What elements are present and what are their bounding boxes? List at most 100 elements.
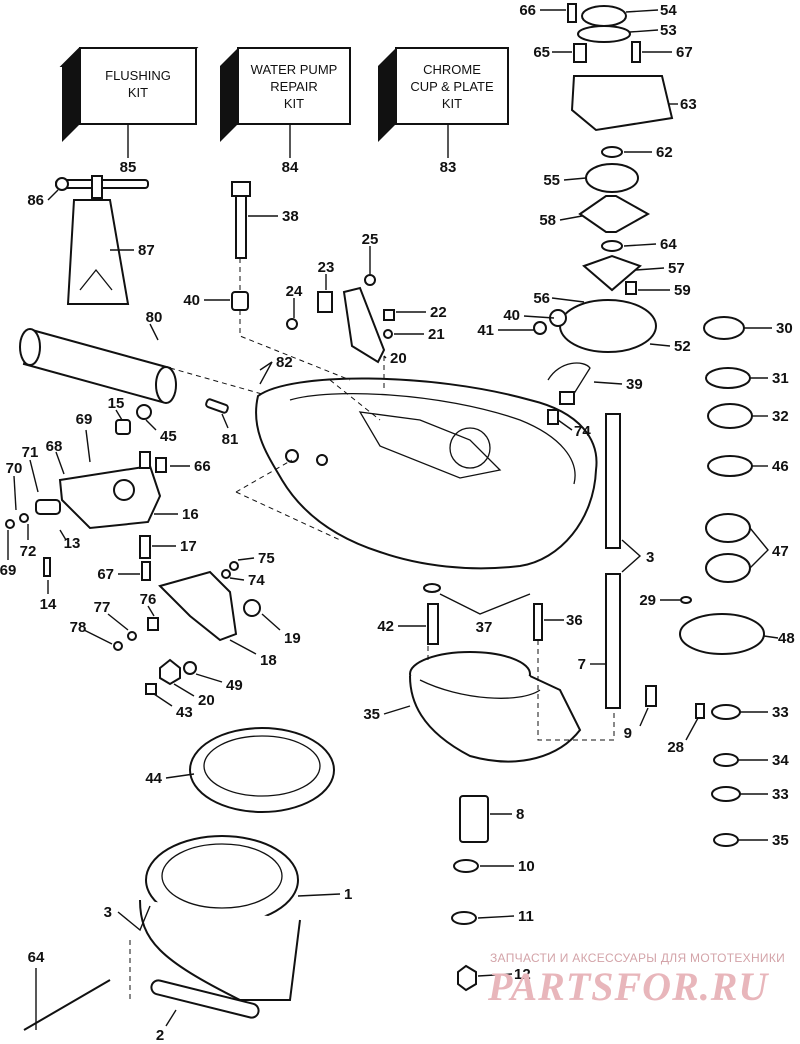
nozzle-bracket-part[interactable] — [113, 561, 261, 695]
callout-33b: 33 — [772, 786, 789, 803]
callout-39: 38 — [282, 208, 299, 225]
callout-44: 42 — [377, 618, 394, 635]
callout-26: 25 — [362, 231, 379, 248]
callout-38: 37 — [476, 619, 493, 636]
ride-plate-part[interactable] — [139, 835, 301, 1001]
callout-87: 87 — [138, 242, 155, 259]
callout-30: 30 — [776, 320, 793, 337]
callout-25: 24 — [286, 283, 303, 300]
callout-73: 72 — [20, 543, 37, 560]
bolt-part[interactable] — [231, 181, 251, 311]
callout-82: 82 — [276, 354, 293, 371]
callout-24: 23 — [318, 259, 335, 276]
callout-55: 55 — [543, 172, 560, 189]
support-bracket-part[interactable] — [286, 274, 395, 364]
callout-46: 44 — [145, 770, 162, 787]
callout-57: 57 — [668, 260, 685, 277]
callout-84: 84 — [282, 159, 299, 176]
callout-33a: 33 — [772, 704, 789, 721]
callout-77: 76 — [140, 591, 157, 608]
callout-47: 45 — [160, 428, 177, 445]
kit-box-chrome-line-1: CHROME — [423, 62, 481, 77]
kit-box-flushing[interactable]: FLUSHING KIT 85 — [59, 47, 199, 176]
callout-36: 35 — [363, 706, 380, 723]
callout-56: 56 — [533, 290, 550, 307]
kit-box-water-pump-line-2: REPAIR — [270, 79, 317, 94]
kit-box-chrome-cup-plate[interactable]: CHROME CUP & PLATE KIT 83 — [378, 47, 509, 176]
kit-box-water-pump-line-1: WATER PUMP — [251, 62, 338, 77]
kit-box-water-pump-line-3: KIT — [284, 96, 304, 111]
callout-2: 2 — [156, 1027, 164, 1044]
callout-66: 64 — [28, 949, 45, 966]
kit-box-chrome-line-2: CUP & PLATE — [410, 79, 494, 94]
callout-41: 39 — [626, 376, 643, 393]
callout-29: 29 — [639, 592, 656, 609]
callout-13: 13 — [64, 535, 81, 552]
callout-11: 11 — [518, 908, 534, 925]
watermark-logo: PARTSFOR.RU — [487, 964, 769, 1009]
callout-59: 59 — [674, 282, 691, 299]
callout-20: 19 — [284, 630, 301, 647]
callout-63: 65 — [533, 44, 550, 61]
callout-28: 28 — [667, 739, 684, 756]
intake-tube-part[interactable] — [19, 328, 177, 404]
callout-81: 81 — [222, 431, 239, 448]
callout-48: 46 — [772, 458, 789, 475]
callout-10: 10 — [518, 858, 535, 875]
callout-23: 22 — [430, 304, 447, 321]
callout-64: 66 — [519, 2, 536, 19]
callout-58: 58 — [539, 212, 556, 229]
callout-71: 70 — [6, 460, 23, 477]
callout-51: 49 — [226, 677, 243, 694]
callout-75: 74 — [248, 572, 265, 589]
callout-70b: 69 — [0, 562, 16, 579]
kit-box-flushing-line-1: FLUSHING — [105, 68, 171, 83]
callout-32: 32 — [772, 408, 789, 425]
callout-85: 85 — [120, 159, 137, 176]
callout-35: 35 — [772, 832, 789, 849]
water-hose-part[interactable] — [547, 362, 591, 425]
callout-72: 71 — [22, 444, 39, 461]
callout-52: 52 — [674, 338, 691, 355]
callout-50: 48 — [778, 630, 795, 647]
kit-box-flushing-line-2: KIT — [128, 85, 148, 100]
callout-70a: 69 — [76, 411, 93, 428]
assembly-lines — [129, 310, 615, 1000]
callout-42: 40 — [503, 307, 520, 324]
strap-part[interactable] — [150, 979, 260, 1019]
callout-54: 54 — [660, 2, 677, 19]
drive-shaft-part[interactable] — [451, 413, 657, 992]
jet-nozzle-part[interactable] — [409, 583, 582, 763]
callout-31: 31 — [772, 370, 789, 387]
steering-bracket-part[interactable] — [5, 404, 167, 581]
kit-box-chrome-line-3: KIT — [442, 96, 462, 111]
callout-6: 3 — [646, 549, 654, 566]
kit-box-water-pump-repair[interactable]: WATER PUMP REPAIR KIT 84 — [220, 47, 351, 176]
callout-78: 77 — [94, 599, 111, 616]
callout-53: 53 — [660, 22, 677, 39]
flushing-adapter-part[interactable] — [55, 175, 149, 305]
callout-49: 47 — [772, 543, 789, 560]
callout-60: 62 — [656, 144, 673, 161]
callout-62: 64 — [660, 236, 677, 253]
water-pump-stack-part[interactable] — [533, 3, 674, 353]
seals-and-bearings-part[interactable] — [679, 316, 765, 847]
callout-69: 68 — [46, 438, 63, 455]
callout-61: 63 — [680, 96, 697, 113]
wear-ring-part[interactable] — [189, 727, 335, 813]
callout-3: 3 — [104, 904, 112, 921]
callout-34: 34 — [772, 752, 789, 769]
callout-43: 41 — [477, 322, 494, 339]
pump-housing-part[interactable] — [255, 377, 598, 570]
callout-76: 75 — [258, 550, 275, 567]
callout-67: 66 — [194, 458, 211, 475]
callout-16: 16 — [182, 506, 199, 523]
callout-19: 20 — [198, 692, 215, 709]
callout-9: 9 — [624, 725, 632, 742]
callout-8: 8 — [516, 806, 524, 823]
rod-part[interactable] — [23, 979, 111, 1031]
callout-68: 67 — [97, 566, 114, 583]
callout-40: 40 — [183, 292, 200, 309]
